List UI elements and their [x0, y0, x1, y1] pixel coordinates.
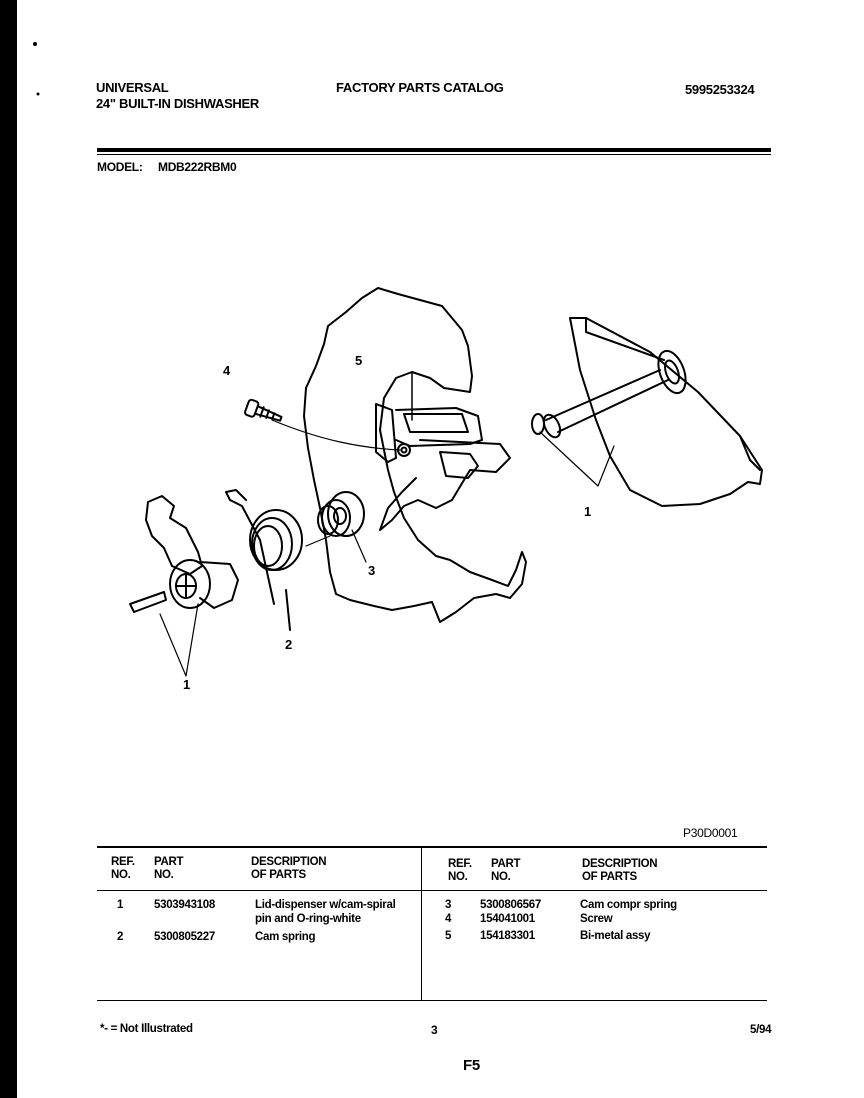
cam-spring [225, 489, 331, 631]
table-top-rule [97, 846, 767, 848]
model-value: MDB222RBM0 [158, 160, 237, 174]
header-desc-2: OF PARTS [251, 869, 306, 881]
row-ref: 5 [445, 930, 452, 942]
catalog-number: 5995253324 [685, 82, 755, 97]
callout-2: 2 [285, 637, 293, 652]
row-desc: Lid-dispenser w/cam-spiral [255, 899, 396, 911]
header-desc-right: DESCRIPTION [582, 858, 658, 870]
header-part-2: NO. [154, 869, 174, 881]
callout-4: 4 [223, 363, 231, 378]
footer-note: *- = Not Illustrated [100, 1023, 193, 1035]
row-part: 154041001 [480, 913, 535, 925]
brand-name: UNIVERSAL [96, 80, 169, 95]
dispenser-housing [303, 287, 527, 623]
row-ref: 2 [117, 931, 124, 943]
row-desc: Screw [580, 913, 613, 925]
lid-plate [569, 317, 763, 507]
bimetal-assembly [375, 403, 397, 463]
callout-3: 3 [368, 563, 376, 578]
table-divider [421, 846, 422, 1000]
header-ref: REF. [111, 856, 135, 868]
row-ref: 4 [445, 913, 452, 925]
model-label: MODEL: [97, 160, 143, 174]
header-rule-thin [97, 154, 771, 155]
row-part: 5300805227 [154, 931, 215, 943]
header-rule-thick [97, 148, 771, 152]
catalog-page: UNIVERSAL 24" BUILT-IN DISHWASHER FACTOR… [17, 0, 864, 1098]
header-ref-right-2: NO. [448, 871, 468, 883]
row-desc: Cam compr spring [580, 899, 677, 911]
row-desc: Bi-metal assy [580, 930, 651, 942]
header-part-right: PART [491, 858, 521, 870]
header-ref-right: REF. [448, 858, 472, 870]
header-ref-2: NO. [111, 869, 131, 881]
callout-1-cam: 1 [183, 677, 191, 692]
row-desc-line2: pin and O-ring-white [255, 913, 361, 925]
header-part: PART [154, 856, 184, 868]
row-ref: 3 [445, 899, 452, 911]
page-number: 3 [431, 1023, 438, 1037]
o-ring [531, 413, 545, 435]
diagram-code: P30D0001 [683, 826, 738, 840]
cam-assembly [129, 495, 239, 677]
header-desc-right-2: OF PARTS [582, 871, 637, 883]
exploded-diagram [33, 42, 763, 677]
table-bottom-rule [97, 1000, 767, 1001]
cam-compr-spring [317, 491, 367, 563]
row-part: 154183301 [480, 930, 535, 942]
row-desc: Cam spring [255, 931, 316, 943]
row-part: 5303943108 [154, 899, 215, 911]
row-part: 5300806567 [480, 899, 541, 911]
header-desc: DESCRIPTION [251, 856, 327, 868]
product-name: 24" BUILT-IN DISHWASHER [96, 96, 259, 111]
callout-1-lid: 1 [584, 504, 592, 519]
table-header-rule [97, 890, 767, 891]
section-code: F5 [463, 1057, 480, 1074]
row-ref: 1 [117, 899, 124, 911]
catalog-title: FACTORY PARTS CATALOG [336, 80, 504, 95]
callout-5: 5 [355, 353, 363, 368]
header-part-right-2: NO. [491, 871, 511, 883]
footer-date: 5/94 [750, 1024, 772, 1036]
lid-shaft [545, 369, 669, 433]
screw-part [244, 398, 283, 422]
